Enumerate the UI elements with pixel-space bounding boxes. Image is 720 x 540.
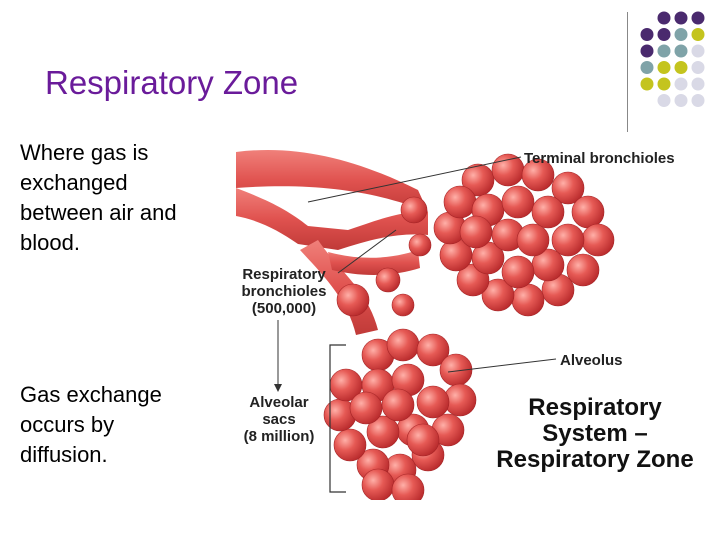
figure-caption: Respiratory System – Respiratory Zone (480, 395, 710, 473)
decorative-dot (691, 11, 705, 25)
decorative-dot (674, 11, 688, 25)
alveolus-sphere (581, 223, 615, 257)
alveolus-sphere (511, 283, 545, 317)
decorative-dot (674, 44, 688, 58)
label-line: bronchioles (241, 283, 327, 300)
decorative-dot (657, 28, 671, 41)
decorative-dot (657, 94, 671, 107)
alveolus-sphere (521, 158, 555, 192)
alveolus-sphere (481, 278, 515, 312)
alveolus-sphere (501, 255, 535, 289)
alveolus-sphere (333, 428, 367, 462)
decorative-dot (691, 61, 705, 74)
arrow-head (274, 384, 282, 392)
leader-line-respiratory (337, 229, 397, 274)
decorative-dot (674, 28, 688, 41)
bullet-line: exchanged (20, 170, 128, 195)
alveolus-sphere (336, 283, 370, 317)
decorative-dot-grid (640, 11, 705, 107)
alveolus-sphere (491, 153, 525, 187)
decorative-dot (640, 61, 654, 74)
decorative-dot (674, 61, 688, 74)
respiratory-bronchiole-branch (328, 250, 420, 275)
bullet-gas-exchange-location: Where gas is exchanged between air and b… (20, 138, 230, 258)
divider-line (627, 12, 628, 132)
decorative-dot (674, 77, 688, 91)
decorative-dot (691, 77, 705, 91)
alveolus-sphere (381, 388, 415, 422)
decorative-dot (657, 77, 671, 91)
alveolus-sphere (443, 185, 477, 219)
alveolus-sphere (361, 468, 395, 502)
decorative-dot (674, 94, 688, 107)
label-terminal-bronchioles: Terminal bronchioles (524, 150, 675, 167)
decorative-dot (640, 28, 654, 41)
decorative-dot (657, 61, 671, 74)
alveolus-sphere (349, 391, 383, 425)
leader-line-terminal (307, 156, 522, 203)
bullet-diffusion: Gas exchange occurs by diffusion. (20, 380, 230, 470)
alveoli-drawing (236, 149, 615, 507)
alveolus-sphere (400, 196, 428, 224)
alveolus-sphere (551, 223, 585, 257)
decorative-dot (640, 44, 654, 58)
decorative-dot (640, 77, 654, 91)
label-line: (8 million) (243, 428, 315, 445)
label-line: (500,000) (251, 300, 317, 317)
label-alveolar-sacs: Alveolar sacs (8 million) (234, 394, 324, 445)
alveolus-sphere (461, 163, 495, 197)
alveolus-sphere (571, 195, 605, 229)
bullet-line: occurs by (20, 412, 115, 437)
alveolus-sphere (566, 253, 600, 287)
label-line: Respiratory (242, 266, 326, 283)
label-line: Alveolar (249, 394, 309, 411)
bullet-line: Gas exchange (20, 382, 162, 407)
alveolus-sphere (408, 233, 432, 257)
alveolus-sphere (516, 223, 550, 257)
terminal-bronchiole-tube (236, 149, 428, 212)
alveolus-sphere (416, 385, 450, 419)
respiratory-zone-illustration: Terminal bronchioles Respiratory bronchi… (228, 140, 720, 507)
alveolus-sphere (375, 267, 401, 293)
bullet-line: blood. (20, 230, 80, 255)
terminal-bronchiole-branch (236, 188, 428, 250)
caption-line: Respiratory Zone (496, 446, 694, 473)
leader-line-alveolus (447, 358, 557, 373)
alveolus-sphere (391, 293, 415, 317)
slide-title: Respiratory Zone (45, 64, 299, 101)
decorative-dot (691, 94, 705, 107)
bullet-line: Where gas is (20, 140, 149, 165)
label-line: sacs (262, 411, 296, 428)
alveolus-sphere (459, 215, 493, 249)
alveolus-sphere (551, 171, 585, 205)
alveolus-sphere (416, 333, 450, 367)
alveolus-sphere (386, 328, 420, 362)
alveolus-sphere (501, 185, 535, 219)
decorative-dot (657, 44, 671, 58)
alveolus-sphere (366, 415, 400, 449)
decorative-dot (691, 44, 705, 58)
caption-line: Respiratory (528, 394, 662, 421)
alveolus-sphere (406, 423, 440, 457)
label-respiratory-bronchioles: Respiratory bronchioles (500,000) (234, 266, 334, 317)
caption-line: System – (542, 420, 648, 447)
bullet-line: diffusion. (20, 442, 108, 467)
bullet-line: between air and (20, 200, 177, 225)
decorative-dot (691, 28, 705, 41)
decorative-dot (657, 11, 671, 25)
label-alveolus: Alveolus (560, 352, 623, 369)
alveolus-sphere (531, 195, 565, 229)
alveolar-sacs-bracket (329, 344, 346, 493)
